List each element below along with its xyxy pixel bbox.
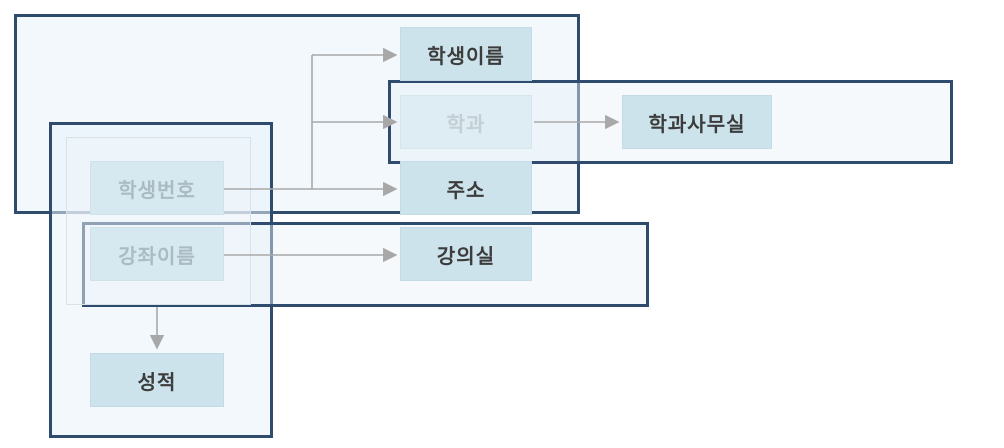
node-department: 학과 [400, 95, 532, 149]
node-address: 주소 [400, 161, 532, 215]
node-student-name: 학생이름 [400, 27, 532, 81]
node-student-number: 학생번호 [90, 161, 224, 215]
node-department-office: 학과사무실 [622, 95, 772, 149]
node-grade: 성적 [90, 353, 224, 407]
node-course-name: 강좌이름 [90, 227, 224, 281]
node-classroom: 강의실 [400, 227, 532, 281]
